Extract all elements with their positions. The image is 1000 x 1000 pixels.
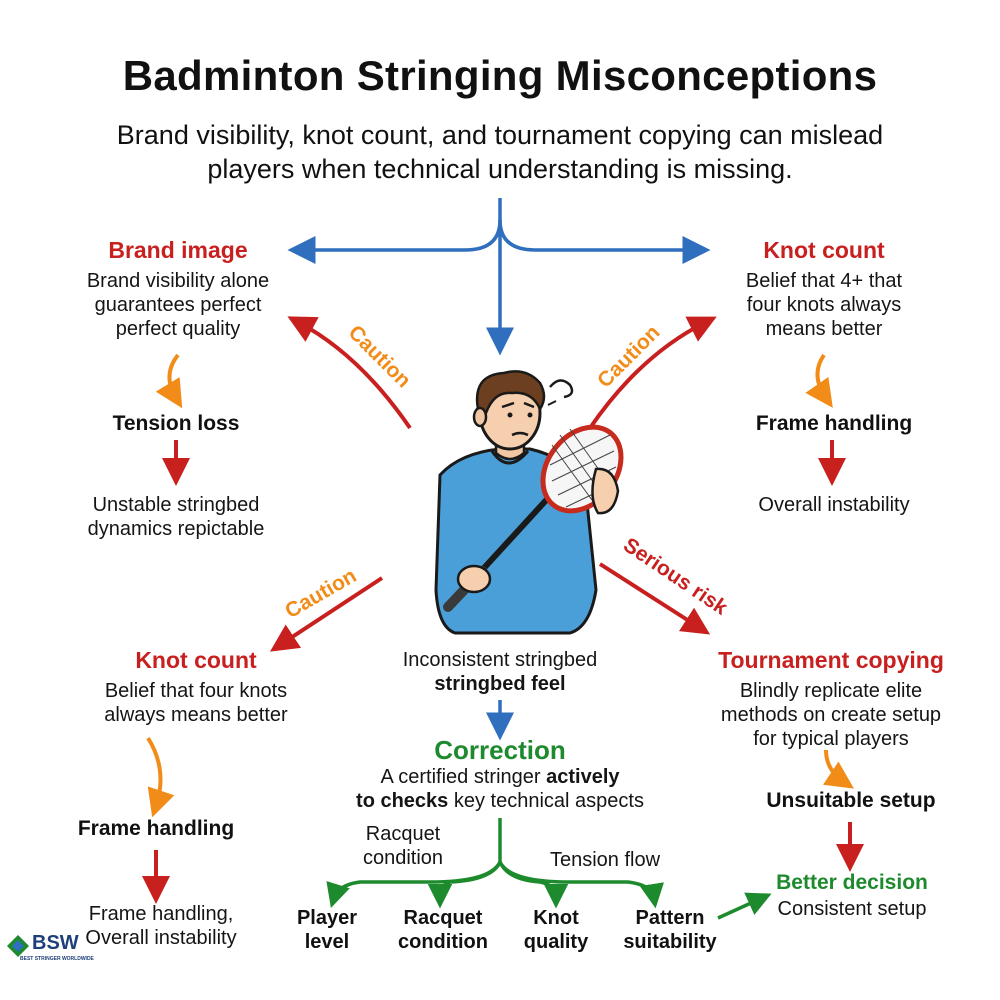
caution-arrow-top-right <box>588 316 717 430</box>
frame-handling-left-result: Frame handling, Overall instability <box>85 903 237 949</box>
correction-heading: Correction <box>434 735 566 765</box>
subtitle-line-2: players when technical understanding is … <box>207 154 793 184</box>
branch-label-racquet-condition: Racquet condition <box>362 823 444 869</box>
unstable-stringbed-result: Unstable stringbed dynamics repictable <box>87 494 265 540</box>
logo-text: BSW <box>32 932 79 954</box>
player-hair <box>475 370 546 415</box>
unsuitable-setup-step: Unsuitable setup <box>766 789 936 812</box>
better-decision-heading: Better decision <box>776 871 928 894</box>
consistent-setup-text: Consistent setup <box>777 898 927 920</box>
subtitle-line-1: Brand visibility, knot count, and tourna… <box>116 120 884 150</box>
branch-label-tension-flow: Tension flow <box>549 849 661 871</box>
correction-desc-line-2: to checks key technical aspects <box>356 790 644 812</box>
bsw-logo: BSW BEST STRINGER WORLDWIDE <box>6 930 96 970</box>
inconsistent-stringbed-text: Inconsistent stringbed <box>402 649 598 671</box>
caution-arrow-top-left <box>287 316 412 430</box>
player-hand-right <box>591 467 620 515</box>
confused-player-illustration <box>434 370 624 635</box>
correction-desc-line-1: A certified stringer actively <box>380 766 620 788</box>
branch-pattern-suitability <box>498 861 664 909</box>
frame-handling-left-step: Frame handling <box>77 817 235 840</box>
player-hand-left <box>456 564 492 594</box>
arrow-left-desc-to-frame <box>146 736 175 818</box>
caution-arrow-left <box>269 576 384 652</box>
arrow-to-knot-count-right <box>498 219 711 264</box>
brand-image-desc: Brand visibility alone guarantees perfec… <box>86 270 270 340</box>
arrow-knot-desc-to-frame <box>805 353 833 408</box>
knot-count-left-heading: Knot count <box>135 647 257 673</box>
logo-tagline: BEST STRINGER WORLDWIDE <box>20 956 94 962</box>
player-collar <box>490 450 530 465</box>
tournament-copying-desc: Blindly replicate elite methods on creat… <box>720 680 942 750</box>
tournament-copying-heading: Tournament copying <box>718 647 944 673</box>
branch-racquet-condition <box>427 861 502 909</box>
arrow-brand-desc-to-tension <box>155 353 183 409</box>
arrow-to-brand-image <box>287 219 502 264</box>
overall-instability-right: Overall instability <box>758 494 910 516</box>
tension-loss-step: Tension loss <box>112 412 240 435</box>
brand-image-heading: Brand image <box>108 237 248 263</box>
confusion-squiggle-icon <box>549 379 574 399</box>
arrow-to-better-decision <box>717 892 772 920</box>
arrow-tournament-to-unsuitable <box>822 749 854 789</box>
knot-count-right-desc: Belief that 4+ that four knots always me… <box>745 270 903 340</box>
correction-tree <box>326 818 772 920</box>
stringbed-feel-text: stringbed feel <box>434 673 566 695</box>
frame-handling-right-step: Frame handling <box>755 412 913 435</box>
top-splitter-arrows <box>287 198 711 356</box>
knot-count-left-desc: Belief that four knots always means bett… <box>104 680 288 726</box>
page-title: Badminton Stringing Misconceptions <box>122 52 878 99</box>
serious-risk-arrow <box>598 562 711 635</box>
logo-mark-icon <box>7 935 29 957</box>
knot-count-right-heading: Knot count <box>763 237 885 263</box>
